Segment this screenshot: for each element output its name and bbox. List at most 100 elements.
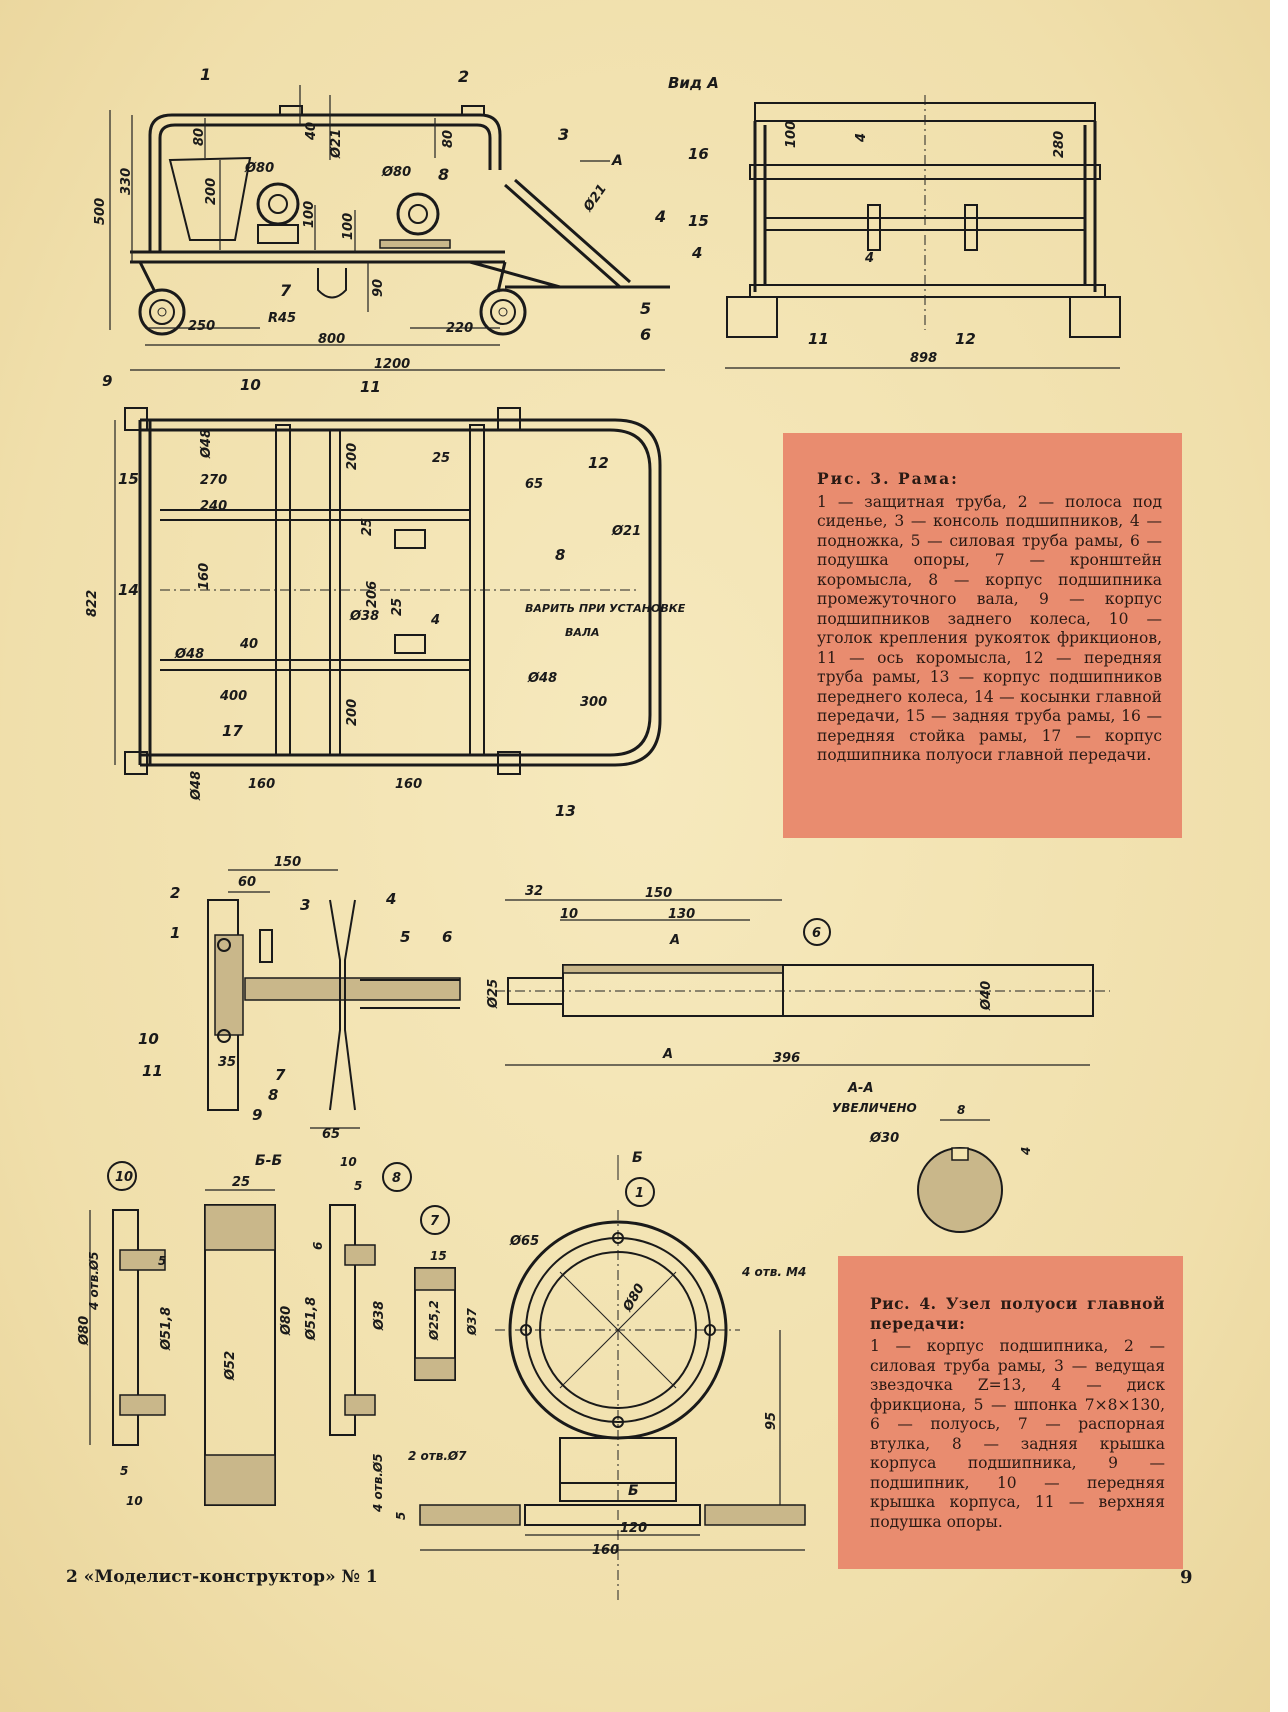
svg-text:Ø37: Ø37 bbox=[465, 1307, 479, 1336]
svg-text:4: 4 bbox=[854, 133, 869, 143]
part-1-drawing: 1 Б Ø65 Ø80 4 отв. М4 95 2 отв.Ø7 5 120 … bbox=[394, 1150, 806, 1600]
svg-text:Ø80: Ø80 bbox=[620, 1281, 648, 1315]
svg-text:250: 250 bbox=[188, 319, 215, 334]
part-8-drawing: 8 10 5 6 Ø51,8 Ø38 4 отв.Ø5 bbox=[304, 1155, 412, 1513]
svg-text:898: 898 bbox=[910, 351, 937, 366]
svg-text:7: 7 bbox=[280, 281, 292, 300]
svg-text:10: 10 bbox=[138, 1030, 159, 1048]
svg-text:6: 6 bbox=[311, 1242, 325, 1250]
svg-text:Ø25: Ø25 bbox=[486, 979, 501, 1009]
part-7-drawing: 7 15 Ø25,2 Ø37 bbox=[414, 1205, 479, 1381]
svg-text:40: 40 bbox=[304, 122, 319, 141]
svg-text:УВЕЛИЧЕНО: УВЕЛИЧЕНО bbox=[832, 1101, 917, 1115]
svg-text:Ø40: Ø40 bbox=[979, 981, 994, 1011]
top-view-frame-drawing: 1200 822 9 10 11 12 13 14 15 17 8 Ø48 27… bbox=[85, 357, 686, 820]
svg-text:4 отв.Ø5: 4 отв.Ø5 bbox=[87, 1252, 101, 1311]
svg-text:11: 11 bbox=[142, 1062, 163, 1080]
svg-text:12: 12 bbox=[588, 454, 609, 472]
svg-text:25: 25 bbox=[232, 1175, 250, 1190]
svg-text:Ø38: Ø38 bbox=[372, 1301, 387, 1331]
svg-text:7: 7 bbox=[275, 1066, 286, 1084]
svg-text:9: 9 bbox=[102, 372, 112, 390]
svg-text:150: 150 bbox=[274, 855, 301, 870]
svg-text:Ø65: Ø65 bbox=[509, 1234, 539, 1249]
axle-assembly-drawing: 150 60 2 1 3 4 5 6 10 11 35 9 8 7 65 bbox=[138, 855, 461, 1142]
svg-text:4: 4 bbox=[691, 244, 702, 262]
svg-text:A: A bbox=[669, 933, 680, 948]
svg-text:4: 4 bbox=[864, 251, 874, 266]
svg-text:25: 25 bbox=[390, 598, 405, 616]
section-aa-drawing: А-А УВЕЛИЧЕНО 8 Ø30 4 bbox=[832, 1081, 1033, 1233]
svg-text:10: 10 bbox=[560, 907, 578, 922]
svg-text:Ø38: Ø38 bbox=[349, 609, 379, 624]
svg-text:Ø21: Ø21 bbox=[329, 129, 344, 159]
svg-text:160: 160 bbox=[248, 777, 275, 792]
svg-text:400: 400 bbox=[219, 689, 247, 704]
svg-text:Б-Б: Б-Б bbox=[255, 1153, 282, 1169]
svg-text:5: 5 bbox=[640, 299, 651, 318]
svg-text:Ø51,8: Ø51,8 bbox=[159, 1307, 174, 1351]
svg-text:25: 25 bbox=[360, 518, 375, 536]
side-view-frame-drawing: 1 2 3 4 5 6 7 8 80 40 Ø21 80 Ø80 Ø80 200… bbox=[93, 65, 670, 347]
svg-text:11: 11 bbox=[360, 378, 381, 396]
svg-text:160: 160 bbox=[197, 563, 212, 590]
svg-text:A: A bbox=[662, 1047, 673, 1062]
figure-4-legend: 1 — корпус подшипника, 2 — силовая труба… bbox=[870, 1337, 1165, 1531]
svg-text:Ø51,8: Ø51,8 bbox=[304, 1297, 319, 1341]
shaft-drawing: 32 150 10 130 A A Ø25 Ø40 396 6 bbox=[486, 884, 1110, 1066]
svg-text:32: 32 bbox=[525, 884, 543, 899]
svg-text:65: 65 bbox=[322, 1127, 340, 1142]
svg-text:80: 80 bbox=[192, 128, 207, 146]
svg-text:130: 130 bbox=[668, 907, 695, 922]
svg-text:396: 396 bbox=[773, 1051, 800, 1066]
svg-text:8: 8 bbox=[392, 1171, 401, 1186]
page-number: 9 bbox=[1180, 1567, 1193, 1588]
svg-text:6: 6 bbox=[442, 928, 452, 946]
svg-text:3: 3 bbox=[558, 125, 569, 144]
svg-text:5: 5 bbox=[394, 1512, 408, 1520]
svg-text:3: 3 bbox=[300, 896, 310, 914]
svg-text:17: 17 bbox=[222, 722, 243, 740]
svg-text:R45: R45 bbox=[268, 311, 296, 326]
svg-text:8: 8 bbox=[268, 1086, 278, 1104]
svg-text:220: 220 bbox=[446, 321, 473, 336]
svg-text:15: 15 bbox=[118, 470, 139, 488]
svg-text:25: 25 bbox=[432, 451, 450, 466]
figure-3-title: Рис. 3. Рама: bbox=[817, 469, 959, 488]
svg-text:4 отв. М4: 4 отв. М4 bbox=[741, 1265, 806, 1279]
svg-text:10: 10 bbox=[240, 376, 261, 394]
svg-text:90: 90 bbox=[371, 279, 386, 297]
svg-text:Ø48: Ø48 bbox=[527, 671, 557, 686]
svg-text:300: 300 bbox=[580, 695, 607, 710]
svg-text:60: 60 bbox=[238, 875, 256, 890]
svg-text:6: 6 bbox=[812, 926, 821, 941]
svg-text:120: 120 bbox=[620, 1521, 647, 1536]
svg-text:10: 10 bbox=[115, 1170, 133, 1185]
svg-text:200: 200 bbox=[345, 699, 360, 726]
svg-text:10: 10 bbox=[340, 1155, 357, 1169]
svg-text:Б: Б bbox=[628, 1483, 639, 1499]
svg-text:5: 5 bbox=[120, 1464, 128, 1478]
svg-text:4: 4 bbox=[430, 613, 440, 628]
svg-text:4: 4 bbox=[1019, 1147, 1033, 1156]
svg-text:12: 12 bbox=[955, 330, 976, 348]
svg-text:9: 9 bbox=[252, 1106, 262, 1124]
svg-text:800: 800 bbox=[318, 332, 345, 347]
section-bb-drawing: Б-Б 25 Ø52 Ø80 bbox=[204, 1153, 294, 1506]
svg-text:Ø48: Ø48 bbox=[174, 647, 204, 662]
svg-text:5: 5 bbox=[158, 1254, 166, 1268]
svg-text:4 отв.Ø5: 4 отв.Ø5 bbox=[371, 1454, 385, 1513]
svg-text:7: 7 bbox=[430, 1214, 440, 1229]
svg-text:2: 2 bbox=[458, 67, 469, 86]
svg-text:95: 95 bbox=[764, 1412, 779, 1430]
svg-text:Ø30: Ø30 bbox=[869, 1131, 899, 1146]
figure-3-caption: Рис. 3. Рама: 1 — защитная труба, 2 — по… bbox=[783, 433, 1182, 838]
svg-text:Ø80: Ø80 bbox=[381, 165, 411, 180]
svg-text:Ø80: Ø80 bbox=[244, 161, 274, 176]
svg-text:6: 6 bbox=[640, 325, 651, 344]
svg-text:35: 35 bbox=[218, 1055, 236, 1070]
svg-text:1: 1 bbox=[200, 65, 211, 84]
svg-text:8: 8 bbox=[957, 1103, 965, 1117]
svg-text:160: 160 bbox=[395, 777, 422, 792]
